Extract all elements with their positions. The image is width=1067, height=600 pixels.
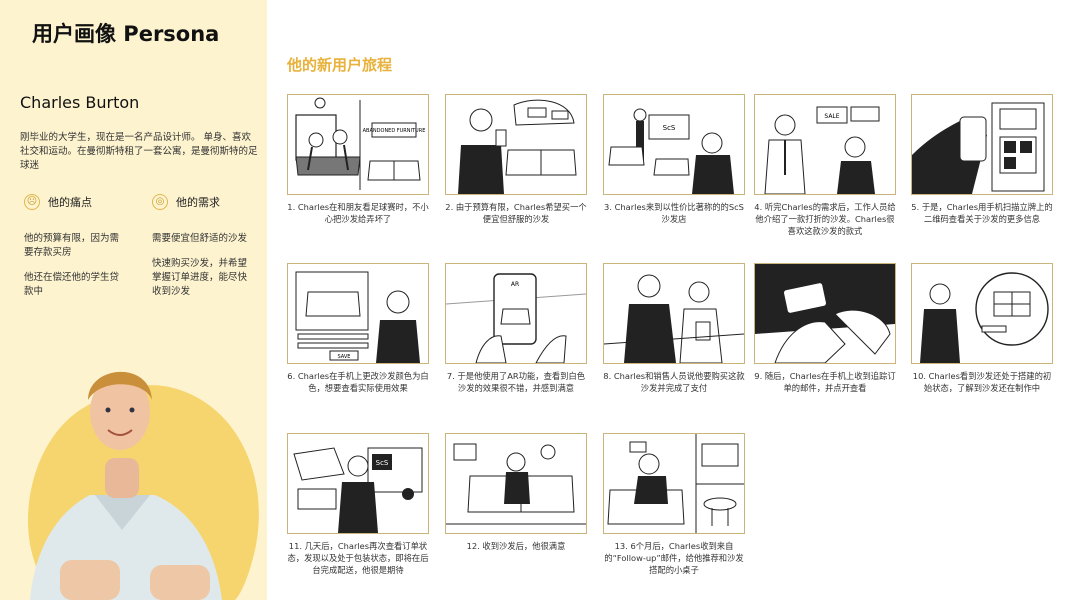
needs-list: 需要便宜但舒适的沙发 快速购买沙发，并希望掌握订单进度，能尽快收到沙发 (152, 232, 252, 310)
step-caption: 7. 于是他使用了AR功能，查看到白色沙发的效果很不错，并感到满意 (446, 371, 586, 393)
step-caption: 3. Charles来到以性价比著称的的ScS沙发店 (604, 202, 744, 224)
persona-photo (27, 371, 259, 600)
list-item: 需要便宜但舒适的沙发 (152, 233, 248, 244)
storyboard-panel: ScS (603, 94, 745, 195)
step-caption: 1. Charles在和朋友看足球赛时，不小心把沙发给弄坏了 (287, 202, 429, 224)
needs-title: 他的需求 (176, 196, 220, 209)
storyboard-panel: AR (445, 263, 587, 364)
journey-step-13: 13. 6个月后，Charles收到来自的“Follow-up”邮件，给他推荐和… (603, 433, 745, 576)
page-title: 用户画像 Persona (32, 22, 220, 46)
journey-step-4: SALE 4. 听完Charles的需求后，工作人员给他介绍了一款打折的沙发。C… (754, 94, 896, 237)
pain-points-heading: ☹ 他的痛点 (24, 194, 92, 210)
storyboard-panel (603, 433, 745, 534)
step-caption: 4. 听完Charles的需求后，工作人员给他介绍了一款打折的沙发。Charle… (754, 202, 896, 236)
step-caption: 12. 收到沙发后，他很满意 (466, 541, 566, 551)
journey-step-2: 2. 由于预算有限，Charles希望买一个便宜但舒服的沙发 (445, 94, 587, 225)
avatar (0, 330, 267, 600)
storyboard-panel (603, 263, 745, 364)
journey-title: 他的新用户旅程 (287, 56, 393, 74)
storyboard-panel: SALE (754, 94, 896, 195)
step-caption: 9. 随后，Charles在手机上收到追踪订单的邮件，并点开查看 (754, 371, 896, 393)
sign-text: SALE (824, 113, 839, 120)
list-item: 他还在偿还他的学生贷款中 (24, 272, 120, 297)
list-item: 他的预算有限，因为需要存款买房 (24, 233, 120, 258)
storyboard-panel (445, 94, 587, 195)
journey-step-8: 8. Charles和销售人员说他要购买这款沙发并完成了支付 (603, 263, 745, 394)
step-caption: 2. 由于预算有限，Charles希望买一个便宜但舒服的沙发 (445, 202, 587, 224)
sign-text: SAVE (338, 354, 351, 360)
pain-points-title: 他的痛点 (48, 196, 92, 209)
step-caption: 8. Charles和销售人员说他要购买这款沙发并完成了支付 (603, 371, 745, 393)
list-item: 快速购买沙发，并希望掌握订单进度，能尽快收到沙发 (152, 258, 248, 297)
storyboard-panel (754, 263, 896, 364)
journey-step-6: SAVE 6. Charles在手机上更改沙发颜色为白色，想要查看实际使用效果 (287, 263, 429, 394)
journey-step-3: ScS 3. Charles来到以性价比著称的的ScS沙发店 (603, 94, 745, 225)
storyboard-panel: SAVE (287, 263, 429, 364)
persona-panel: 用户画像 Persona Charles Burton 刚毕业的大学生，现在是一… (0, 0, 267, 600)
step-caption: 5. 于是，Charles用手机扫描立牌上的二维码查看关于沙发的更多信息 (911, 202, 1053, 224)
storyboard-panel (911, 263, 1053, 364)
step-caption: 11. 几天后，Charles再次查看订单状态，发现以及处于包装状态，即将在后台… (287, 541, 429, 575)
journey-step-11: ScS 11. 几天后，Charles再次查看订单状态，发现以及处于包装状态，即… (287, 433, 429, 576)
needs-heading: ◎ 他的需求 (152, 194, 220, 210)
storyboard-panel (911, 94, 1053, 195)
storyboard-panel (445, 433, 587, 534)
step-caption: 13. 6个月后，Charles收到来自的“Follow-up”邮件，给他推荐和… (604, 541, 744, 575)
sign-text: ScS (376, 459, 389, 467)
step-caption: 10. Charles看到沙发还处于搭建的初始状态，了解到沙发还在制作中 (912, 371, 1052, 393)
sad-face-icon: ☹ (24, 194, 40, 210)
target-icon: ◎ (152, 194, 168, 210)
persona-description: 刚毕业的大学生，现在是一名产品设计师。 单身、喜欢社交和运动。在曼彻斯特租了一套… (20, 132, 258, 171)
journey-step-7: AR 7. 于是他使用了AR功能，查看到白色沙发的效果很不错，并感到满意 (445, 263, 587, 394)
journey-step-1: ABANDONED FURNITURE 1. Charles在和朋友看足球赛时，… (287, 94, 429, 225)
journey-step-12: 12. 收到沙发后，他很满意 (445, 433, 587, 552)
pain-points-list: 他的预算有限，因为需要存款买房 他还在偿还他的学生贷款中 (24, 232, 124, 310)
sign-text: ABANDONED FURNITURE (363, 128, 426, 134)
journey-step-5: 5. 于是，Charles用手机扫描立牌上的二维码查看关于沙发的更多信息 (911, 94, 1053, 225)
journey-step-10: 10. Charles看到沙发还处于搭建的初始状态，了解到沙发还在制作中 (911, 263, 1053, 394)
journey-step-9: 9. 随后，Charles在手机上收到追踪订单的邮件，并点开查看 (754, 263, 896, 394)
sign-text: AR (511, 281, 519, 288)
persona-name: Charles Burton (20, 93, 140, 112)
step-caption: 6. Charles在手机上更改沙发颜色为白色，想要查看实际使用效果 (287, 371, 429, 393)
storyboard-panel: ABANDONED FURNITURE (287, 94, 429, 195)
storyboard-panel: ScS (287, 433, 429, 534)
sign-text: ScS (663, 124, 676, 132)
